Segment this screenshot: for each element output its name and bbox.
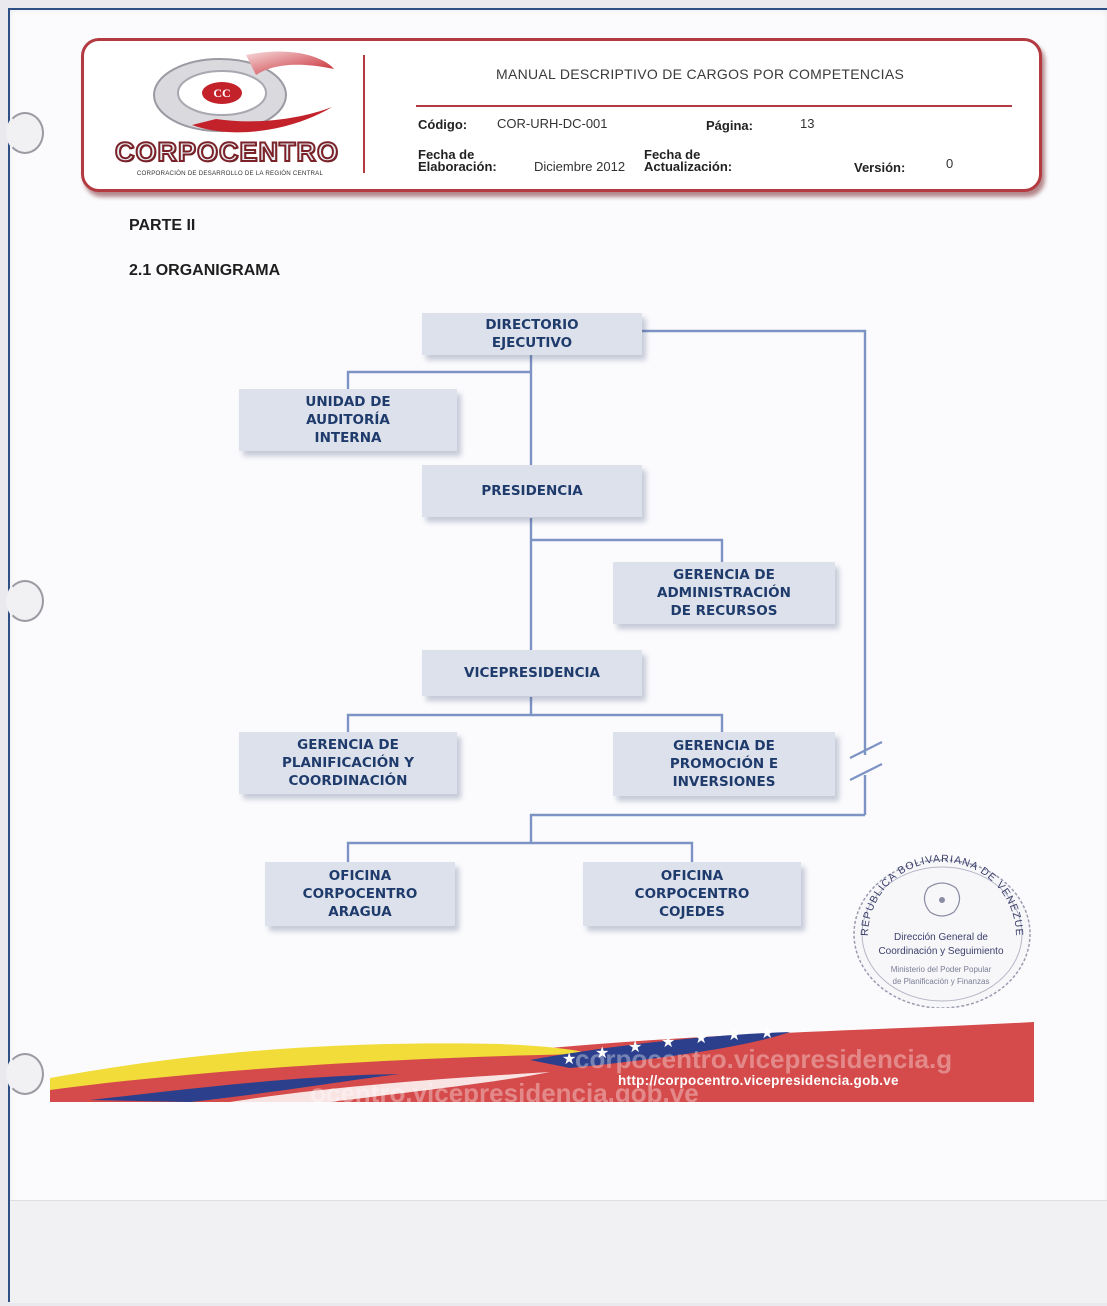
org-chart-connectors [346, 329, 883, 862]
stamp-seal-icon: REPUBLICA BOLIVARIANA DE VENEZUELA [844, 839, 1031, 1009]
node-unidad-auditoria-interna: UNIDAD DE AUDITORÍA INTERNA [239, 389, 457, 451]
logo-subtitle: CORPORACIÓN DE DESARROLLO DE LA REGIÓN C… [136, 170, 324, 177]
node-gerencia-promocion-inversiones: GERENCIA DE PROMOCIÓN E INVERSIONES [613, 732, 835, 796]
corpocentro-logo: CC CORPOCENTRO CORPORACIÓN DE DESARROLLO… [96, 49, 358, 177]
flag-wave-banner-icon: ★ ★ ★ ★ ★ ★ ★ corpocentro.vicepresidencia.g o… [50, 1022, 1034, 1108]
page-bottom-strip [10, 1200, 1107, 1303]
fecha-elaboracion-label-1: Fecha de [418, 147, 475, 162]
svg-text:★: ★ [661, 1032, 675, 1051]
svg-text:★: ★ [628, 1037, 642, 1056]
svg-text:★: ★ [694, 1028, 708, 1047]
version-label: Versión: [854, 160, 906, 175]
version-value: 0 [946, 156, 954, 171]
node-oficina-cojedes: OFICINA CORPOCENTRO COJEDES [583, 862, 801, 926]
svg-text:★: ★ [727, 1025, 741, 1044]
stamp-line-2: Coordinación y Seguimiento [878, 946, 1004, 957]
svg-text:★: ★ [562, 1049, 576, 1068]
header-divider [363, 55, 365, 173]
official-stamp: REPUBLICA BOLIVARIANA DE VENEZUELA Direc… [844, 839, 1034, 1009]
node-gerencia-planificacion-coordinacion: GERENCIA DE PLANIFICACIÓN Y COORDINACIÓN [239, 732, 457, 794]
fecha-actualizacion-label-1: Fecha de [644, 147, 701, 162]
codigo-label: Código: [418, 117, 468, 132]
part-heading: PARTE II [129, 217, 196, 234]
node-gerencia-administracion-recursos: GERENCIA DE ADMINISTRACIÓN DE RECURSOS [613, 562, 835, 624]
stamp-line-4: de Planificación y Finanzas [892, 977, 990, 986]
node-presidencia: PRESIDENCIA [422, 465, 642, 517]
line-break-marks [849, 741, 883, 781]
fecha-elaboracion-value: Diciembre 2012 [534, 159, 626, 174]
codigo-value: COR-URH-DC-001 [497, 116, 608, 131]
pagina-value: 13 [800, 116, 815, 131]
pagina-label: Página: [706, 118, 753, 133]
binder-hole [6, 1053, 44, 1095]
logo-emblem-icon: CC [153, 51, 334, 133]
svg-text:★: ★ [760, 1023, 774, 1042]
stamp-line-3: Ministerio del Poder Popular [890, 965, 992, 974]
fecha-elaboracion-label-2: Elaboración: [418, 159, 497, 174]
header-rule [416, 105, 1012, 107]
fecha-actualizacion-label-2: Actualización: [644, 159, 733, 174]
node-oficina-aragua: OFICINA CORPOCENTRO ARAGUA [265, 862, 455, 926]
watermark-2: ocentro.vicepresidencia.gob.ve [310, 1078, 699, 1108]
logo-wordmark: CORPOCENTRO [114, 136, 339, 168]
node-directorio-ejecutivo: DIRECTORIO EJECUTIVO [422, 313, 642, 355]
watermark-1: corpocentro.vicepresidencia.g [575, 1044, 952, 1074]
svg-text:CC: CC [213, 86, 230, 100]
stamp-line-1: Dirección General de [894, 932, 988, 943]
connector-directorio-to-oficinas [640, 329, 867, 755]
svg-text:★: ★ [595, 1043, 609, 1062]
document-header: CC CORPOCENTRO CORPORACIÓN DE DESARROLLO… [81, 38, 1042, 192]
document-page: CC CORPOCENTRO CORPORACIÓN DE DESARROLLO… [6, 8, 1107, 1303]
node-vicepresidencia: VICEPRESIDENCIA [422, 650, 642, 696]
section-heading: 2.1 ORGANIGRAMA [129, 262, 281, 279]
binder-hole [6, 580, 44, 622]
binder-hole [6, 112, 44, 154]
manual-title: MANUAL DESCRIPTIVO DE CARGOS POR COMPETE… [496, 66, 905, 82]
footer-banner: ★ ★ ★ ★ ★ ★ ★ corpocentro.vicepresidencia.g o… [30, 1020, 1040, 1108]
footer-url-link[interactable]: http://corpocentro.vicepresidencia.gob.v… [618, 1073, 899, 1088]
